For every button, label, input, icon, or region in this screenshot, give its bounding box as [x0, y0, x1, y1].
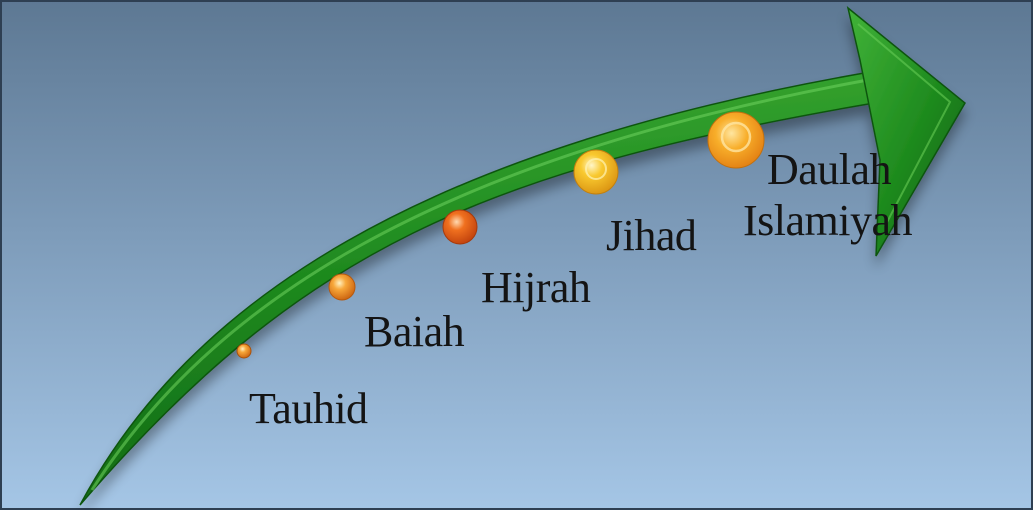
step-label-daulah-islamiyah: Daulah Islamiyah	[743, 144, 912, 246]
step-label-tauhid: Tauhid	[249, 386, 368, 432]
step-label-daulah-line1: Daulah	[743, 144, 912, 195]
dot-tauhid	[237, 344, 251, 358]
step-label-baiah: Baiah	[364, 309, 464, 355]
step-label-hijrah: Hijrah	[481, 265, 590, 311]
dot-hijrah	[443, 210, 477, 244]
dot-jihad	[574, 150, 618, 194]
dot-baiah	[329, 274, 355, 300]
step-label-jihad: Jihad	[606, 213, 696, 259]
step-label-daulah-line2: Islamiyah	[743, 195, 912, 246]
